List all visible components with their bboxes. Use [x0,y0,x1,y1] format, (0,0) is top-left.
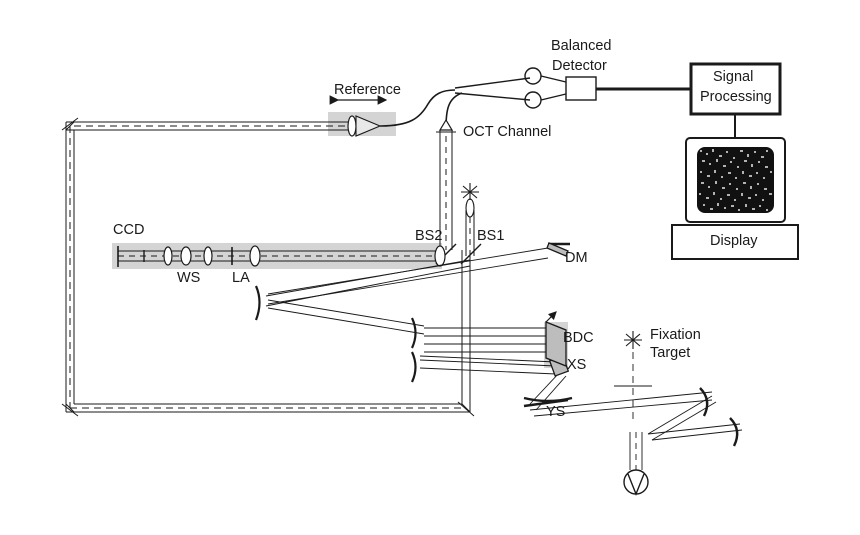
label-fixation-line2: Target [650,345,691,361]
source-star-icon [461,183,479,200]
fixation-target-icon [614,331,652,420]
fiber-reference [379,89,456,127]
display-monitor [671,137,799,260]
label-la: LA [232,270,250,286]
label-balanced-detector-line1: Balanced [551,38,612,54]
deformable-mirror [546,242,569,257]
y-scanner [523,398,569,408]
relay-beams [265,247,743,470]
label-bdc: BDC [563,330,594,346]
label-processing-line2: Processing [700,89,772,105]
display-speckle [699,149,772,211]
label-dm: DM [565,250,588,266]
label-bs2: BS2 [415,228,443,244]
oct-channel-arm [436,118,456,250]
label-balanced-detector-line2: Detector [552,58,607,74]
label-fixation-line1: Fixation [650,327,701,343]
label-xs: XS [567,357,587,373]
fiber-coupler [454,67,567,109]
label-display: Display [710,233,758,249]
label-oct-channel: OCT Channel [463,124,552,140]
signal-processing-box [689,62,782,138]
label-signal-line1: Signal [713,69,754,85]
label-ccd: CCD [113,222,145,238]
label-reference: Reference [334,82,401,98]
balanced-detector-block [565,76,692,101]
reference-lens [347,115,382,137]
label-ws: WS [177,270,201,286]
beam-enclosure [61,117,475,417]
ccd-optics [163,245,446,267]
label-ys: YS [546,404,566,420]
label-bs1: BS1 [477,228,505,244]
fiber-oct [445,92,463,129]
bs1-beam [465,198,475,256]
bdc-element [545,311,567,367]
eye [623,469,649,496]
